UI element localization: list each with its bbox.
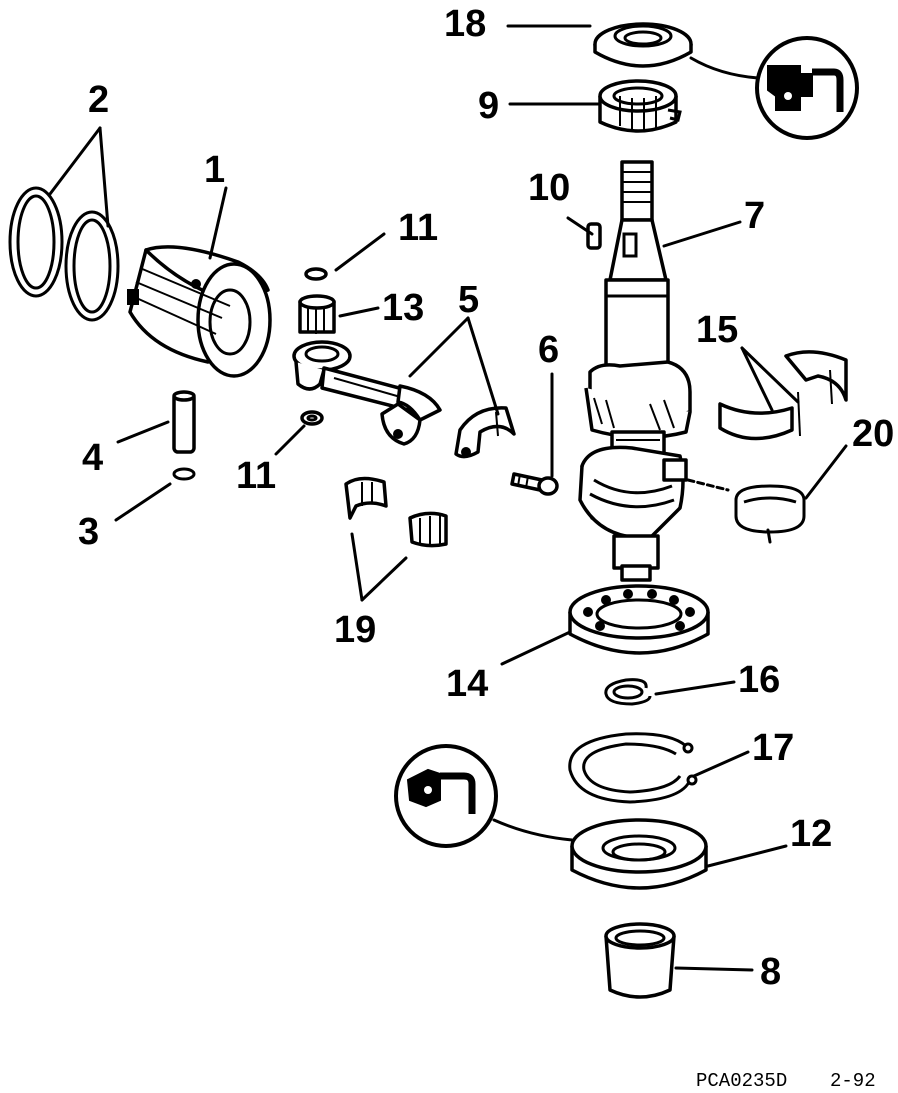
callout-18: 18 [444,3,486,45]
callout-11-upper: 11 [398,207,438,249]
part-11-washer-upper [304,267,328,281]
part-16-retaining-ring [604,678,652,706]
callout-12: 12 [790,813,832,855]
callout-2: 2 [88,79,109,121]
callout-16: 16 [738,659,780,701]
part-2-piston-rings [8,186,120,322]
sealant-tube-icon [394,744,574,848]
callout-19: 19 [334,609,376,651]
part-5-connecting-rod [292,340,516,459]
part-3-lock-ring [172,467,196,481]
part-8-bushing [604,922,676,999]
callout-15: 15 [696,309,738,351]
callout-6: 6 [538,329,559,371]
part-20-ring [686,478,806,544]
part-10-key [586,222,602,250]
callout-17: 17 [752,727,794,769]
callout-13: 13 [382,287,424,329]
drawing-date: 2-92 [830,1070,876,1092]
callout-11-lower: 11 [236,455,276,497]
part-19-bearing-halves [344,476,448,548]
callout-20: 20 [852,413,894,455]
part-14-ball-bearing [568,584,710,655]
callout-5: 5 [458,279,479,321]
part-7-crankshaft [578,160,692,582]
drawing-code: PCA0235D [696,1070,787,1092]
leader-lines [48,24,848,972]
sealant-tube-icon [689,36,859,140]
callout-4: 4 [82,437,103,479]
part-17-snap-ring [568,732,698,804]
callout-9: 9 [478,85,499,127]
part-15-cage [718,350,848,441]
part-12-seal [570,818,708,890]
part-13-needle-bearing [298,294,336,334]
callout-8: 8 [760,951,781,993]
part-4-wrist-pin [172,390,196,454]
part-18-seal [593,22,693,68]
part-6-screw [510,472,559,496]
part-1-piston [127,245,272,378]
callout-10: 10 [528,167,570,209]
callout-labels: 1 2 3 4 5 6 7 8 9 10 11 11 12 13 14 15 1… [78,3,894,993]
part-11-washer-lower [300,410,324,426]
callout-3: 3 [78,511,99,553]
part-9-bearing [598,79,682,133]
callout-7: 7 [744,195,765,237]
callout-1: 1 [204,149,225,191]
callout-14: 14 [446,663,488,705]
